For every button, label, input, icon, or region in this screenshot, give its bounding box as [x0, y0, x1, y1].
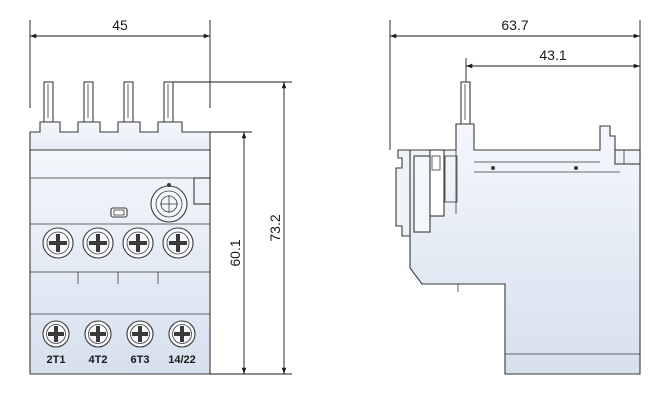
side-main-body	[409, 123, 641, 375]
front-view: 45	[29, 17, 292, 375]
dimension-depth-partial: 43.1	[465, 47, 640, 82]
dimension-height-total: 73.2	[173, 81, 292, 374]
dimension-height-body: 60.1	[210, 131, 292, 375]
top-pins	[43, 81, 174, 123]
dimension-depth-partial-label: 43.1	[539, 47, 566, 63]
dimension-height-body-label: 60.1	[227, 239, 243, 266]
dimension-width-label: 45	[112, 17, 128, 33]
dimension-height-total-label: 73.2	[267, 214, 283, 241]
dimension-width: 45	[29, 17, 211, 108]
terminal-label: 4T2	[89, 354, 108, 366]
dimension-depth-total-label: 63.7	[501, 17, 528, 33]
reset-button[interactable]	[110, 207, 128, 218]
terminal-label: 2T1	[47, 354, 66, 366]
lower-terminal-row	[42, 320, 196, 348]
upper-terminal-row	[30, 223, 210, 259]
upper-terminal-screw	[82, 227, 114, 259]
lower-terminal-screw	[84, 320, 112, 348]
upper-terminal-screw	[42, 227, 74, 259]
side-din-clip	[395, 149, 411, 237]
upper-terminal-screw	[162, 227, 194, 259]
dimension-depth-total: 63.7	[389, 17, 641, 150]
upper-terminal-screw	[122, 227, 154, 259]
side-pin	[460, 81, 471, 125]
side-tab	[193, 177, 211, 205]
adjustment-dial[interactable]	[150, 183, 188, 223]
lower-terminal-screw	[42, 320, 70, 348]
lower-terminal-screw	[168, 320, 196, 348]
lower-terminal-screw	[126, 320, 154, 348]
terminal-label: 6T3	[131, 354, 150, 366]
side-view: 63.7 43.1	[389, 17, 641, 375]
terminal-label: 14/22	[168, 354, 196, 366]
